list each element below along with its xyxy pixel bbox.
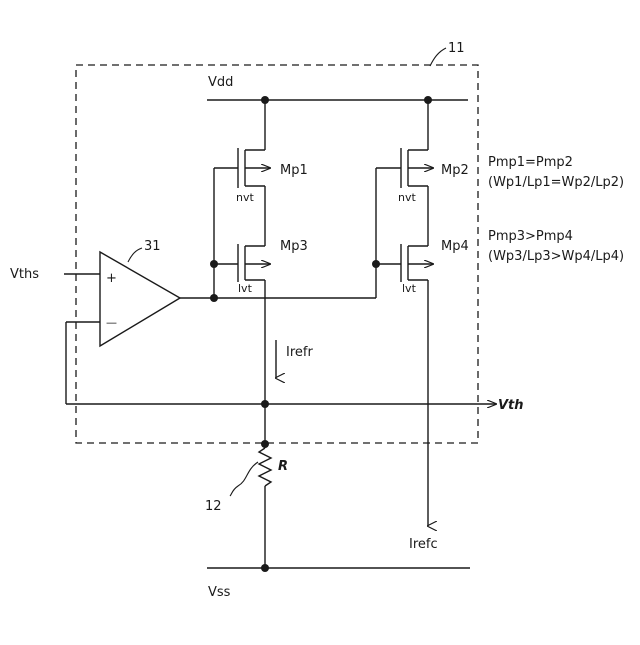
block-ref-label: 11: [448, 41, 465, 56]
irefc-label: Irefc: [409, 537, 438, 552]
transistor-mp4: [401, 244, 433, 282]
vth-label: Vth: [498, 398, 524, 413]
note-pmp34: Pmp3>Pmp4: [488, 229, 573, 244]
vss-label: Vss: [208, 585, 231, 600]
note-wp34: (Wp3/Lp3>Wp4/Lp4): [488, 249, 624, 264]
vss-node: [261, 564, 269, 572]
opamp-ref-label: 31: [144, 239, 161, 254]
transistor-mp3: [238, 244, 270, 282]
opamp-output-node: [210, 294, 218, 302]
transistor-mp2: [401, 148, 433, 188]
block-ref-leader: [430, 48, 446, 66]
left-gate-node: [210, 260, 218, 268]
transistor-mp1: [238, 148, 270, 188]
mp4-label: Mp4: [441, 239, 469, 254]
vth-node: [261, 400, 269, 408]
vths-label: Vths: [10, 267, 39, 282]
resistor-ref-label: 12: [205, 499, 222, 514]
mp1-type: nvt: [236, 191, 254, 204]
vdd-label: Vdd: [208, 75, 233, 90]
mp3-type: lvt: [238, 282, 253, 295]
note-wp12: (Wp1/Lp1=Wp2/Lp2): [488, 175, 624, 190]
mp3-label: Mp3: [280, 239, 308, 254]
mp1-label: Mp1: [280, 163, 308, 178]
resistor-ref-leader: [230, 462, 258, 496]
opamp-triangle: [100, 252, 180, 346]
opamp-minus: —: [106, 316, 117, 329]
mp2-type: nvt: [398, 191, 416, 204]
opamp-ref-leader: [128, 248, 142, 262]
mp4-type: lvt: [402, 282, 417, 295]
mp2-label: Mp2: [441, 163, 469, 178]
irefr-label: Irefr: [286, 345, 313, 360]
resistor-top-node: [261, 440, 269, 448]
note-pmp12: Pmp1=Pmp2: [488, 155, 573, 170]
right-gate-node: [372, 260, 380, 268]
block-boundary: [76, 65, 478, 443]
resistor-label: R: [278, 459, 288, 474]
opamp-plus: +: [106, 271, 117, 286]
